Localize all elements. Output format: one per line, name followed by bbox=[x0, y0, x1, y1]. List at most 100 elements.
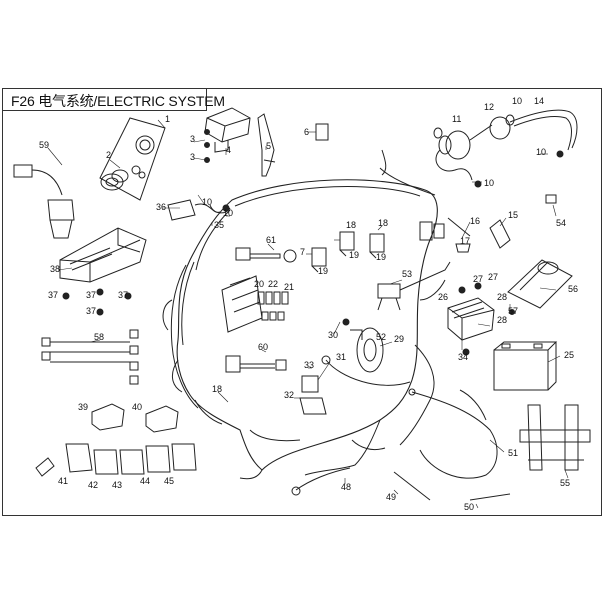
key-connector bbox=[13, 164, 75, 239]
main-harness bbox=[162, 149, 446, 480]
callout-12: 12 bbox=[484, 102, 494, 112]
callout-27: 27 bbox=[473, 274, 483, 284]
ecu-module bbox=[59, 227, 147, 283]
spark-plug-cap bbox=[257, 113, 276, 177]
fuel-pump bbox=[433, 109, 578, 181]
callout-11: 11 bbox=[452, 114, 461, 124]
callout-10: 10 bbox=[536, 147, 546, 157]
callout-20: 20 bbox=[254, 279, 264, 289]
callout-45: 45 bbox=[164, 476, 174, 486]
callout-32: 32 bbox=[284, 390, 294, 400]
callout-36: 36 bbox=[156, 202, 166, 212]
callout-56: 56 bbox=[568, 284, 578, 294]
callout-37: 37 bbox=[118, 290, 128, 300]
callout-28: 28 bbox=[497, 292, 507, 302]
callout-38: 38 bbox=[50, 264, 60, 274]
callout-5: 5 bbox=[266, 141, 271, 151]
callout-35: 35 bbox=[214, 220, 224, 230]
callout-10: 10 bbox=[202, 197, 212, 207]
callout-54: 54 bbox=[556, 218, 566, 228]
callout-37: 37 bbox=[48, 290, 58, 300]
callout-7: 7 bbox=[300, 247, 305, 257]
callout-39: 39 bbox=[78, 402, 88, 412]
callout-41: 41 bbox=[58, 476, 68, 486]
fasteners bbox=[62, 129, 564, 356]
horn bbox=[350, 327, 384, 373]
callout-37: 37 bbox=[86, 290, 96, 300]
callout-25: 25 bbox=[564, 350, 574, 360]
callout-57: 57 bbox=[508, 306, 518, 316]
rocker-switches bbox=[35, 443, 197, 477]
callout-59: 59 bbox=[39, 140, 49, 150]
battery-strap bbox=[519, 404, 591, 471]
callout-2: 2 bbox=[106, 150, 111, 160]
callout-19: 19 bbox=[318, 266, 328, 276]
callout-18: 18 bbox=[212, 384, 222, 394]
callout-58: 58 bbox=[94, 332, 104, 342]
callout-10: 10 bbox=[512, 96, 522, 106]
callout-17: 17 bbox=[460, 236, 470, 246]
callout-21: 21 bbox=[284, 282, 294, 292]
relays-18-19 bbox=[311, 231, 385, 273]
callout-28: 28 bbox=[497, 315, 507, 325]
callout-4: 4 bbox=[226, 145, 231, 155]
callout-61: 61 bbox=[266, 235, 276, 245]
callout-42: 42 bbox=[88, 480, 98, 490]
callout-34: 34 bbox=[458, 352, 468, 362]
callout-49: 49 bbox=[386, 492, 396, 502]
callout-44: 44 bbox=[140, 476, 150, 486]
callout-51: 51 bbox=[508, 448, 518, 458]
starter-relay bbox=[377, 261, 451, 311]
mounting-bracket bbox=[507, 259, 573, 309]
cables bbox=[291, 388, 511, 501]
voltage-regulator bbox=[447, 297, 495, 341]
connector-60 bbox=[225, 355, 287, 373]
branch-harness-58 bbox=[41, 329, 139, 385]
callout-14: 14 bbox=[534, 96, 544, 106]
callout-37: 37 bbox=[86, 306, 96, 316]
callout-50: 50 bbox=[464, 502, 474, 512]
callout-55: 55 bbox=[560, 478, 570, 488]
connectors-15-17 bbox=[419, 217, 511, 253]
callout-48: 48 bbox=[341, 482, 351, 492]
page-title: F26 电气系统/ELECTRIC SYSTEM bbox=[11, 93, 225, 109]
callout-60: 60 bbox=[258, 342, 268, 352]
relay-6 bbox=[315, 123, 329, 141]
title-box: F26 电气系统/ELECTRIC SYSTEM bbox=[3, 89, 225, 111]
connector-61 bbox=[235, 247, 297, 263]
callout-15: 15 bbox=[508, 210, 518, 220]
callout-6: 6 bbox=[304, 127, 309, 137]
sensor-36 bbox=[167, 199, 231, 221]
callout-43: 43 bbox=[112, 480, 122, 490]
callout-40: 40 bbox=[132, 402, 142, 412]
callout-18: 18 bbox=[346, 220, 356, 230]
callout-52: 52 bbox=[376, 332, 386, 342]
callout-3: 3 bbox=[190, 152, 195, 162]
battery bbox=[493, 341, 558, 391]
callout-19: 19 bbox=[376, 252, 386, 262]
callout-33: 33 bbox=[304, 360, 314, 370]
callout-31: 31 bbox=[336, 352, 346, 362]
diagram-frame bbox=[2, 88, 602, 516]
callout-29: 29 bbox=[394, 334, 404, 344]
callout-10: 10 bbox=[484, 178, 494, 188]
callout-16: 16 bbox=[470, 216, 480, 226]
callout-30: 30 bbox=[328, 330, 338, 340]
callout-22: 22 bbox=[268, 279, 278, 289]
callout-3: 3 bbox=[190, 134, 195, 144]
switch-40 bbox=[145, 405, 179, 433]
callout-10: 10 bbox=[223, 208, 233, 218]
callout-18: 18 bbox=[378, 218, 388, 228]
leader-lines bbox=[47, 119, 569, 509]
callout-1: 1 bbox=[165, 114, 170, 124]
callout-53: 53 bbox=[402, 269, 412, 279]
switch-39 bbox=[91, 403, 125, 431]
callout-19: 19 bbox=[349, 250, 359, 260]
callout-27: 27 bbox=[488, 272, 498, 282]
fuse-54 bbox=[545, 194, 557, 204]
fuse-box bbox=[221, 275, 289, 333]
callout-26: 26 bbox=[438, 292, 448, 302]
